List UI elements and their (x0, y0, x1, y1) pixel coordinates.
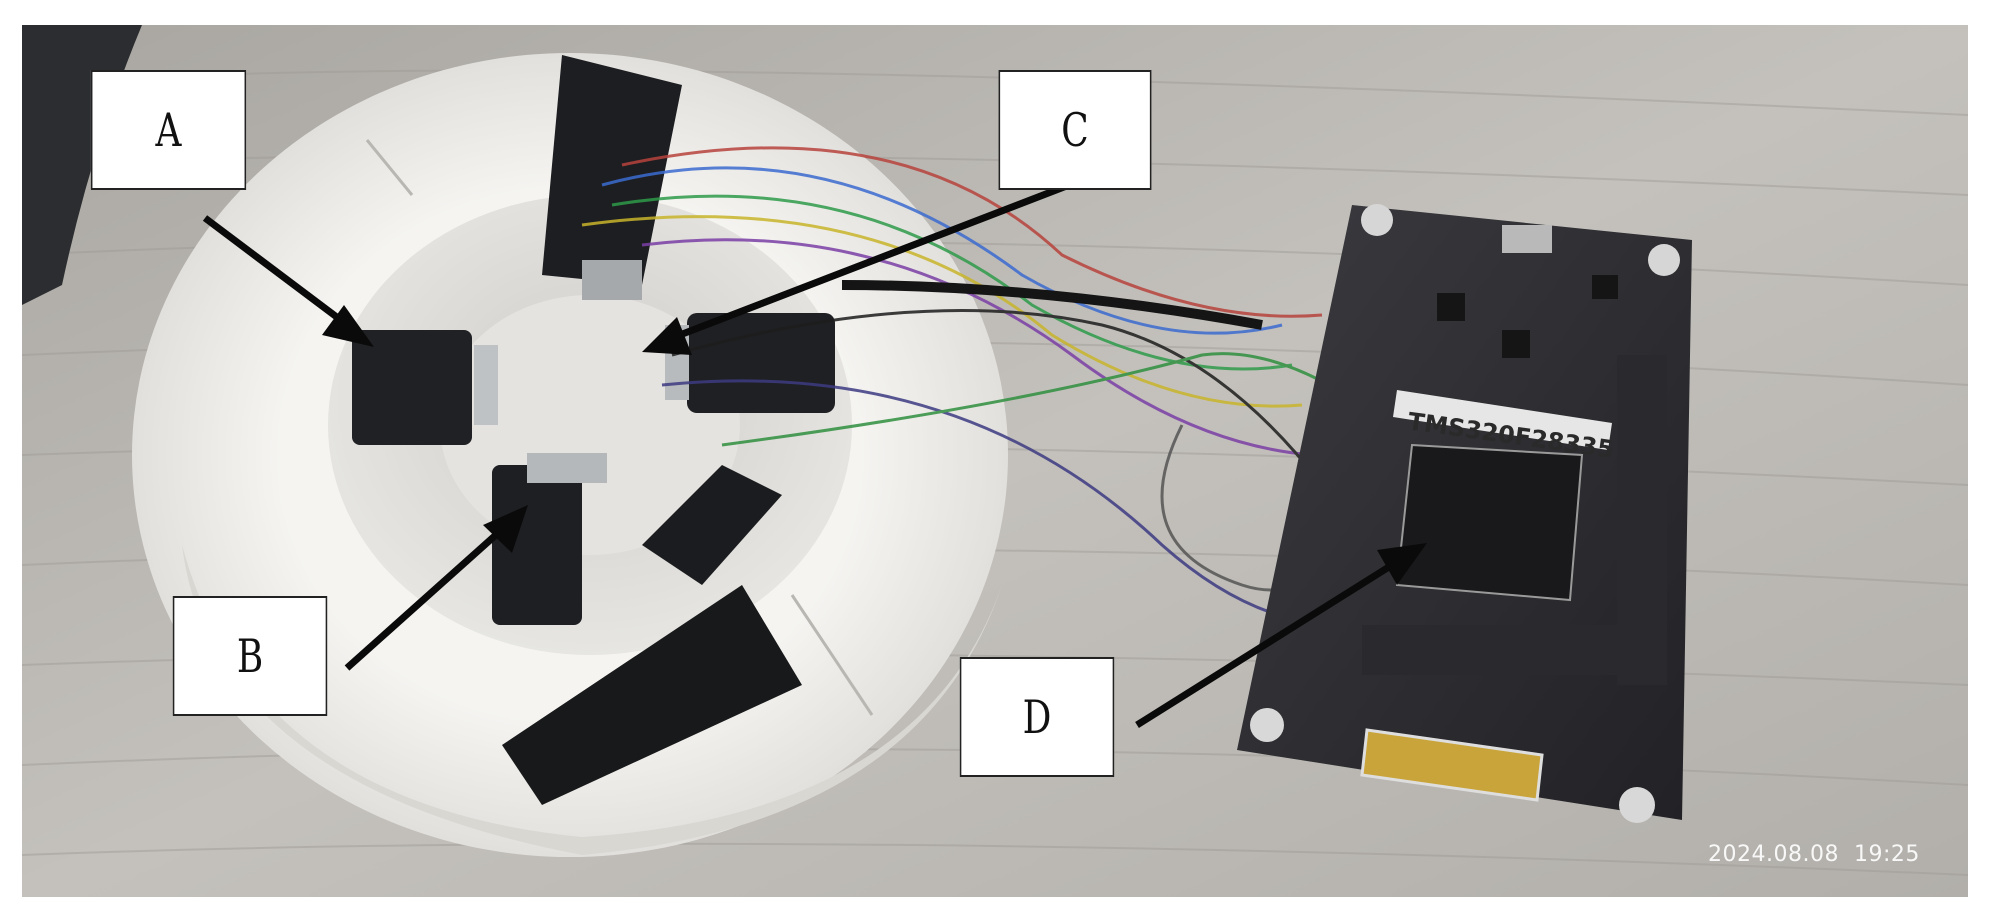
small-ic (1502, 330, 1530, 358)
jtag-connector (1360, 728, 1544, 802)
chip-label-sticker (1393, 390, 1612, 450)
pin-header-bottom (1362, 625, 1622, 675)
dsp-chip (1395, 443, 1584, 602)
tape-strip-bottom (502, 465, 802, 805)
foam-seam (365, 139, 414, 196)
magnet-core-b (492, 453, 607, 625)
label-a: A (90, 70, 247, 190)
small-ic (1437, 293, 1465, 321)
label-b: B (172, 596, 328, 716)
arrow-b (344, 505, 528, 671)
photo: TMS320F28335 (22, 25, 1968, 897)
arrow-d (1135, 543, 1427, 728)
small-ic (1592, 275, 1618, 299)
label-d: D (959, 657, 1115, 777)
photo-scene: TMS320F28335 (22, 25, 1968, 897)
wires (581, 146, 1363, 627)
magnet-core-top (542, 55, 682, 300)
magnet-core-a (352, 330, 498, 445)
pin-header-right (1617, 355, 1667, 685)
usb-port (1502, 225, 1552, 253)
foam-seam (790, 594, 874, 716)
dsp-board: TMS320F28335 (1237, 204, 1692, 823)
cable-black (841, 280, 1263, 330)
arrow-c (642, 178, 1079, 355)
label-c: C (998, 70, 1152, 190)
photo-timestamp: 2024.08.08 19:25 (1708, 842, 1920, 867)
arrow-a (202, 215, 374, 347)
